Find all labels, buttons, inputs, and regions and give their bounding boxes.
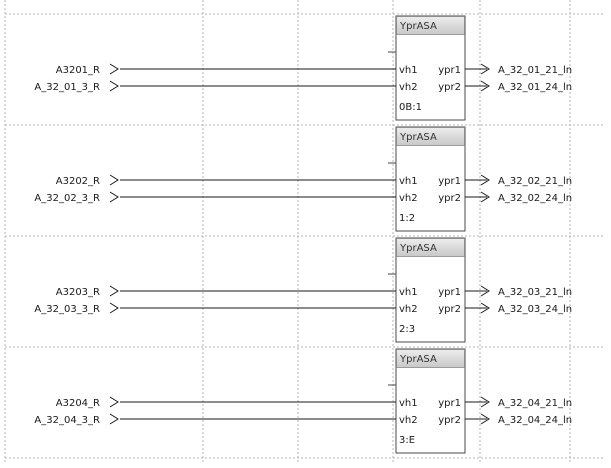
input-connector-icon [109, 396, 119, 408]
output-signal-label[interactable]: A_32_01_21_ln [498, 65, 572, 76]
input-port-label: vh2 [399, 82, 418, 93]
output-arrow-icon [480, 63, 490, 75]
output-arrow-icon [480, 396, 490, 408]
output-arrow-icon [480, 413, 490, 425]
block-type-label: YprASA [399, 243, 437, 254]
input-connector-icon [109, 191, 119, 203]
output-arrow-icon [480, 285, 490, 297]
grid-lines [4, 0, 605, 462]
output-signal-label[interactable]: A_32_03_21_ln [498, 287, 572, 298]
output-port-label: ypr1 [438, 398, 461, 409]
input-port-label: vh2 [399, 193, 418, 204]
output-signal-label[interactable]: A_32_04_24_ln [498, 415, 572, 426]
execution-order-label: 2:3 [399, 324, 415, 335]
output-arrow-icon [480, 191, 490, 203]
input-port-label: vh1 [399, 287, 418, 298]
output-port-label: ypr2 [438, 415, 461, 426]
output-arrow-icon [480, 174, 490, 186]
execution-order-label: 0B:1 [399, 102, 422, 113]
output-arrow-icon [480, 80, 490, 92]
output-port-label: ypr1 [438, 65, 461, 76]
output-signal-label[interactable]: A_32_02_24_ln [498, 193, 572, 204]
input-port-label: vh2 [399, 415, 418, 426]
input-connector-icon [109, 63, 119, 75]
output-signal-label[interactable]: A_32_02_21_ln [498, 176, 572, 187]
block-type-label: YprASA [399, 354, 437, 365]
input-signal-label[interactable]: A3203_R [56, 287, 100, 298]
input-connector-icon [109, 413, 119, 425]
input-port-label: vh1 [399, 65, 418, 76]
input-signal-label[interactable]: A_32_01_3_R [34, 82, 100, 93]
input-port-label: vh2 [399, 304, 418, 315]
input-signal-label[interactable]: A_32_03_3_R [34, 304, 100, 315]
output-arrow-icon [480, 302, 490, 314]
execution-order-label: 3:E [399, 435, 415, 446]
output-port-label: ypr2 [438, 304, 461, 315]
block-title-bar [396, 16, 465, 35]
block-type-label: YprASA [399, 21, 437, 32]
input-signal-label[interactable]: A3204_R [56, 398, 100, 409]
output-port-label: ypr2 [438, 82, 461, 93]
input-port-label: vh1 [399, 398, 418, 409]
input-port-label: vh1 [399, 176, 418, 187]
block-title-bar [396, 127, 465, 146]
output-signal-label[interactable]: A_32_01_24_ln [498, 82, 572, 93]
output-signal-label[interactable]: A_32_04_21_ln [498, 398, 572, 409]
block-title-bar [396, 238, 465, 257]
output-signal-label[interactable]: A_32_03_24_ln [498, 304, 572, 315]
output-port-label: ypr2 [438, 193, 461, 204]
input-signal-label[interactable]: A3201_R [56, 65, 100, 76]
input-signal-label[interactable]: A3202_R [56, 176, 100, 187]
output-port-label: ypr1 [438, 176, 461, 187]
input-signal-label[interactable]: A_32_02_3_R [34, 193, 100, 204]
execution-order-label: 1:2 [399, 213, 415, 224]
block-title-bar [396, 349, 465, 368]
input-signal-label[interactable]: A_32_04_3_R [34, 415, 100, 426]
input-connector-icon [109, 302, 119, 314]
output-port-label: ypr1 [438, 287, 461, 298]
block-type-label: YprASA [399, 132, 437, 143]
input-connector-icon [109, 174, 119, 186]
input-connector-icon [109, 285, 119, 297]
input-connector-icon [109, 80, 119, 92]
